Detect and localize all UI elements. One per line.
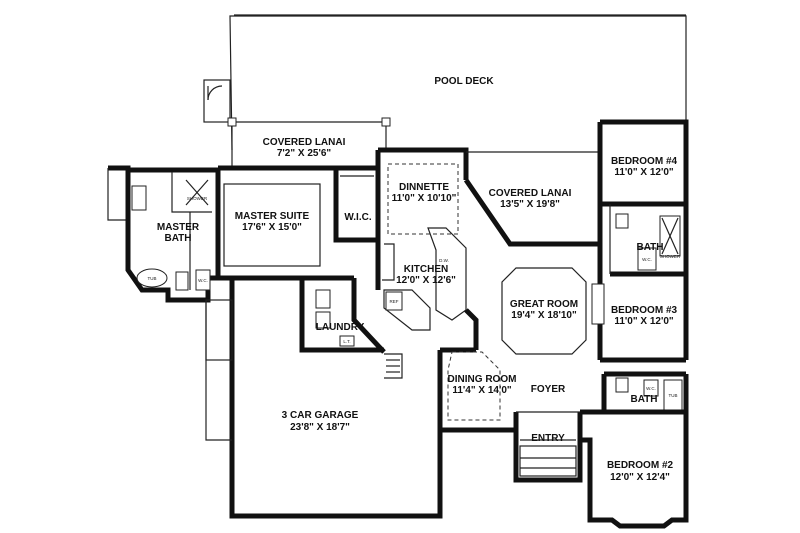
fixture-wc-master: W.C. [198, 278, 208, 283]
fixture-tub-master: TUB [148, 276, 157, 281]
label-bath-upper: BATH [636, 242, 663, 253]
fixture-wc-lower: W.C. [646, 386, 656, 391]
central-walls [299, 147, 600, 354]
label-great-room: GREAT ROOM [510, 299, 578, 310]
dims-lanai-master: 7'2" X 25'6" [277, 148, 332, 159]
dims-dinnette: 11'0" X 10'10" [392, 193, 457, 204]
fixture-dw: D.W. [439, 258, 449, 263]
dims-bedroom3: 11'0" X 12'0" [614, 316, 674, 327]
label-garage: 3 CAR GARAGE [282, 410, 359, 421]
front-walls [437, 350, 604, 483]
label-bedroom2: BEDROOM #2 [607, 460, 674, 471]
bedroom-walls [591, 119, 689, 415]
dims-bedroom4: 11'0" X 12'0" [614, 167, 674, 178]
label-dining-room: DINING ROOM [448, 374, 517, 385]
label-bedroom3: BEDROOM #3 [611, 305, 678, 316]
fixture-tub-lower: TUB [669, 393, 678, 398]
dims-covered-lanai: 13'5" X 19'8" [500, 199, 560, 210]
master-lanai-outline [227, 117, 391, 168]
master-bath-walls [107, 165, 218, 303]
fixture-ref: REF [390, 299, 399, 304]
fixture-lt: L.T. [343, 339, 350, 344]
label-bath-lower: BATH [630, 394, 657, 405]
dims-bedroom2: 12'0" X 12'4" [610, 472, 670, 483]
label-master-bath-1: MASTER [157, 222, 200, 233]
dims-dining-room: 11'4" X 14'0" [452, 385, 512, 396]
label-laundry: LAUNDRY [316, 322, 365, 333]
kitchen-walls [382, 163, 600, 350]
label-entry: ENTRY [531, 433, 565, 444]
label-lanai-master: COVERED LANAI [263, 137, 346, 148]
fixture-shower-master: SHOWER [187, 196, 208, 201]
dims-kitchen: 12'0" X 12'6" [396, 275, 456, 286]
label-kitchen: KITCHEN [404, 264, 448, 275]
label-covered-lanai: COVERED LANAI [489, 188, 572, 199]
bedroom2-walls [580, 412, 689, 529]
label-master-suite: MASTER SUITE [235, 211, 310, 222]
label-wic: W.I.C. [344, 212, 371, 223]
dims-master-suite: 17'6" X 15'0" [242, 222, 302, 233]
label-pool-deck: POOL DECK [434, 76, 494, 87]
master-suite-walls [215, 165, 378, 281]
label-dinnette: DINNETTE [399, 182, 449, 193]
label-foyer: FOYER [531, 384, 566, 395]
label-master-bath-2: BATH [164, 233, 191, 244]
dims-great-room: 19'4" X 18'10" [511, 310, 577, 321]
label-bedroom4: BEDROOM #4 [611, 156, 678, 167]
fixture-shower-upper: SHOWER [660, 254, 681, 259]
garage-walls [205, 278, 443, 519]
dims-garage: 23'8" X 18'7" [290, 422, 350, 433]
pool-deck-outline [203, 14, 687, 151]
fixture-wc-upper: W.C. [642, 257, 652, 262]
